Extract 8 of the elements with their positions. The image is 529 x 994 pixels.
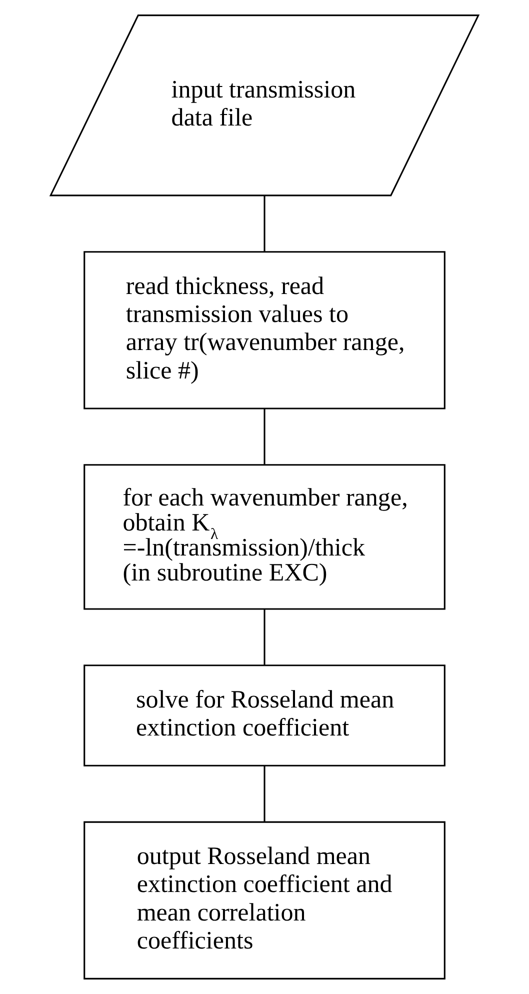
connector bbox=[264, 408, 266, 464]
node-box: read thickness, read transmission values to array tr(wavenumber range, slice #) bbox=[84, 251, 446, 410]
connector bbox=[264, 609, 266, 665]
node-box: output Rosseland mean extinction coefficient and mean correlation coefficients bbox=[84, 821, 446, 980]
connector bbox=[264, 196, 266, 252]
node-box: for each wavenumber range, obtain K$_{λ}$ =-ln(transmission)/thick (in subroutine EXC) bbox=[84, 464, 446, 610]
node-box: solve for Rosseland mean extinction coefficient bbox=[84, 664, 446, 766]
connector bbox=[264, 766, 266, 822]
